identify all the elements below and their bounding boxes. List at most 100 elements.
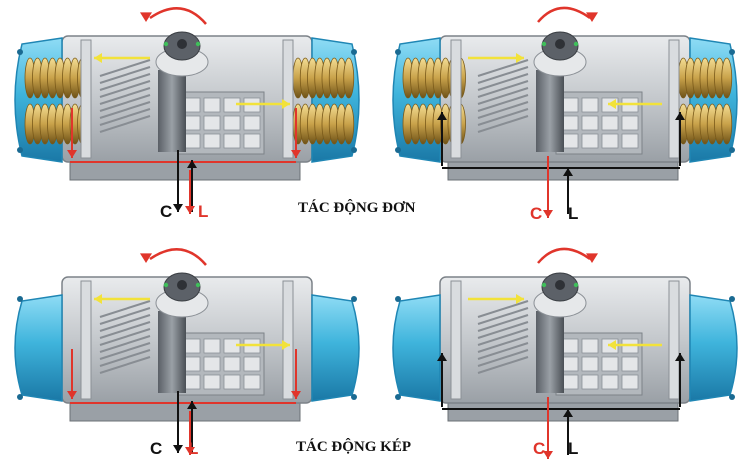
port-l-arrow xyxy=(563,168,573,214)
shaft-knob-center xyxy=(555,280,565,290)
port-c-label-2: C xyxy=(530,204,543,223)
port-c-label-4: C xyxy=(533,439,546,458)
pinion-slot xyxy=(243,374,261,390)
flow-arrow-upper-head xyxy=(516,294,524,304)
cap-bolt xyxy=(17,394,23,400)
cap-bolt xyxy=(351,49,357,55)
rack-tooth xyxy=(99,94,151,112)
rack-tooth xyxy=(477,73,529,91)
shaft-knob-center xyxy=(177,280,187,290)
rack-tooth xyxy=(477,314,529,332)
port-l-arrow xyxy=(185,170,195,214)
cap-bolt xyxy=(729,49,735,55)
air-path-drop-right-head xyxy=(291,391,301,399)
rack-tooth xyxy=(99,66,151,84)
drive-shaft xyxy=(536,70,564,152)
flow-arrow-upper xyxy=(468,294,524,304)
pinion-slot xyxy=(621,133,639,149)
rack-tooth xyxy=(99,342,151,360)
pinion-slot xyxy=(581,338,599,354)
knob-mark-green xyxy=(573,282,579,288)
left-piston xyxy=(80,280,92,400)
rack-tooth xyxy=(99,328,151,346)
cap-bolt xyxy=(729,296,735,302)
port-l-label-2: L xyxy=(568,204,579,223)
port-l-label-1: L xyxy=(198,202,209,221)
cap-bolt xyxy=(351,296,357,302)
right-piston xyxy=(668,39,680,159)
flow-arrow-upper xyxy=(94,294,150,304)
rack-tooth xyxy=(99,349,151,367)
rack-tooth xyxy=(477,335,529,353)
rotation-arrow-head xyxy=(140,253,152,263)
cap-bolt xyxy=(729,147,735,153)
spring-coil xyxy=(343,57,355,99)
rack-tooth xyxy=(99,108,151,126)
flow-arrow-lower-head xyxy=(282,340,290,350)
rack-tooth xyxy=(477,356,529,374)
rotation-arrow-head xyxy=(586,12,598,22)
knob-mark-green xyxy=(195,282,201,288)
spring-coil xyxy=(721,57,733,99)
cap-bolt xyxy=(17,296,23,302)
pinion-slot xyxy=(621,356,639,372)
flow-arrow-upper xyxy=(94,53,150,63)
rack-tooth xyxy=(477,328,529,346)
pinion-slot xyxy=(581,133,599,149)
pinion-slot xyxy=(561,97,579,113)
rack-tooth xyxy=(99,101,151,119)
rack-tooth xyxy=(477,307,529,325)
air-path-drop-right xyxy=(291,108,301,158)
panel-double-acting-counterclockwise xyxy=(14,248,360,455)
port-c-arrow-head xyxy=(543,451,553,459)
exhaust-rise-right-head xyxy=(675,112,685,120)
flow-arrow-upper-head xyxy=(94,294,102,304)
rotation-arrow xyxy=(537,247,591,264)
right-end-cap xyxy=(311,294,360,402)
pinion-slot xyxy=(621,115,639,131)
pinion-slot xyxy=(183,356,201,372)
panel-double-acting-clockwise xyxy=(392,247,738,459)
rack-tooth xyxy=(477,115,529,133)
rack-tooth xyxy=(99,300,151,318)
pinion-slot xyxy=(561,338,579,354)
rack-tooth xyxy=(99,314,151,332)
pinion-slot xyxy=(561,374,579,390)
pinion-slot xyxy=(223,374,241,390)
port-c-arrow xyxy=(543,397,553,459)
cap-bolt xyxy=(395,394,401,400)
cap-bolt xyxy=(17,147,23,153)
rack-tooth xyxy=(477,66,529,84)
pinion-slot xyxy=(203,374,221,390)
pinion-slot xyxy=(203,115,221,131)
flow-arrow-lower xyxy=(608,99,662,109)
pinion-slot xyxy=(561,133,579,149)
rack-tooth xyxy=(99,115,151,133)
exhaust-rise-left xyxy=(437,112,447,166)
port-c-arrow xyxy=(173,391,183,453)
rack-gears xyxy=(477,59,529,133)
air-path-drop-left xyxy=(67,108,77,158)
pinion-slot xyxy=(183,338,201,354)
cap-bolt xyxy=(351,394,357,400)
port-l-arrow xyxy=(185,411,195,455)
cap-bolt xyxy=(395,49,401,55)
spring-coil xyxy=(721,103,733,145)
port-l-arrow xyxy=(563,409,573,455)
rack-tooth xyxy=(477,300,529,318)
flow-arrow-upper-head xyxy=(516,53,524,63)
air-path-drop-right xyxy=(291,349,301,399)
pinion-slot xyxy=(581,97,599,113)
left-end-cap xyxy=(14,294,63,402)
port-l-line xyxy=(187,160,197,212)
pinion-slot xyxy=(243,356,261,372)
pinion-slot xyxy=(561,356,579,372)
pinion-slot xyxy=(601,115,619,131)
shaft-knob-center xyxy=(177,39,187,49)
flow-arrow-lower-head xyxy=(282,99,290,109)
right-piston xyxy=(282,39,294,159)
spring-coil xyxy=(343,103,355,145)
port-c-label-3: C xyxy=(150,439,163,458)
exhaust-rise-right xyxy=(675,353,685,407)
flow-arrow-lower-head xyxy=(608,99,616,109)
